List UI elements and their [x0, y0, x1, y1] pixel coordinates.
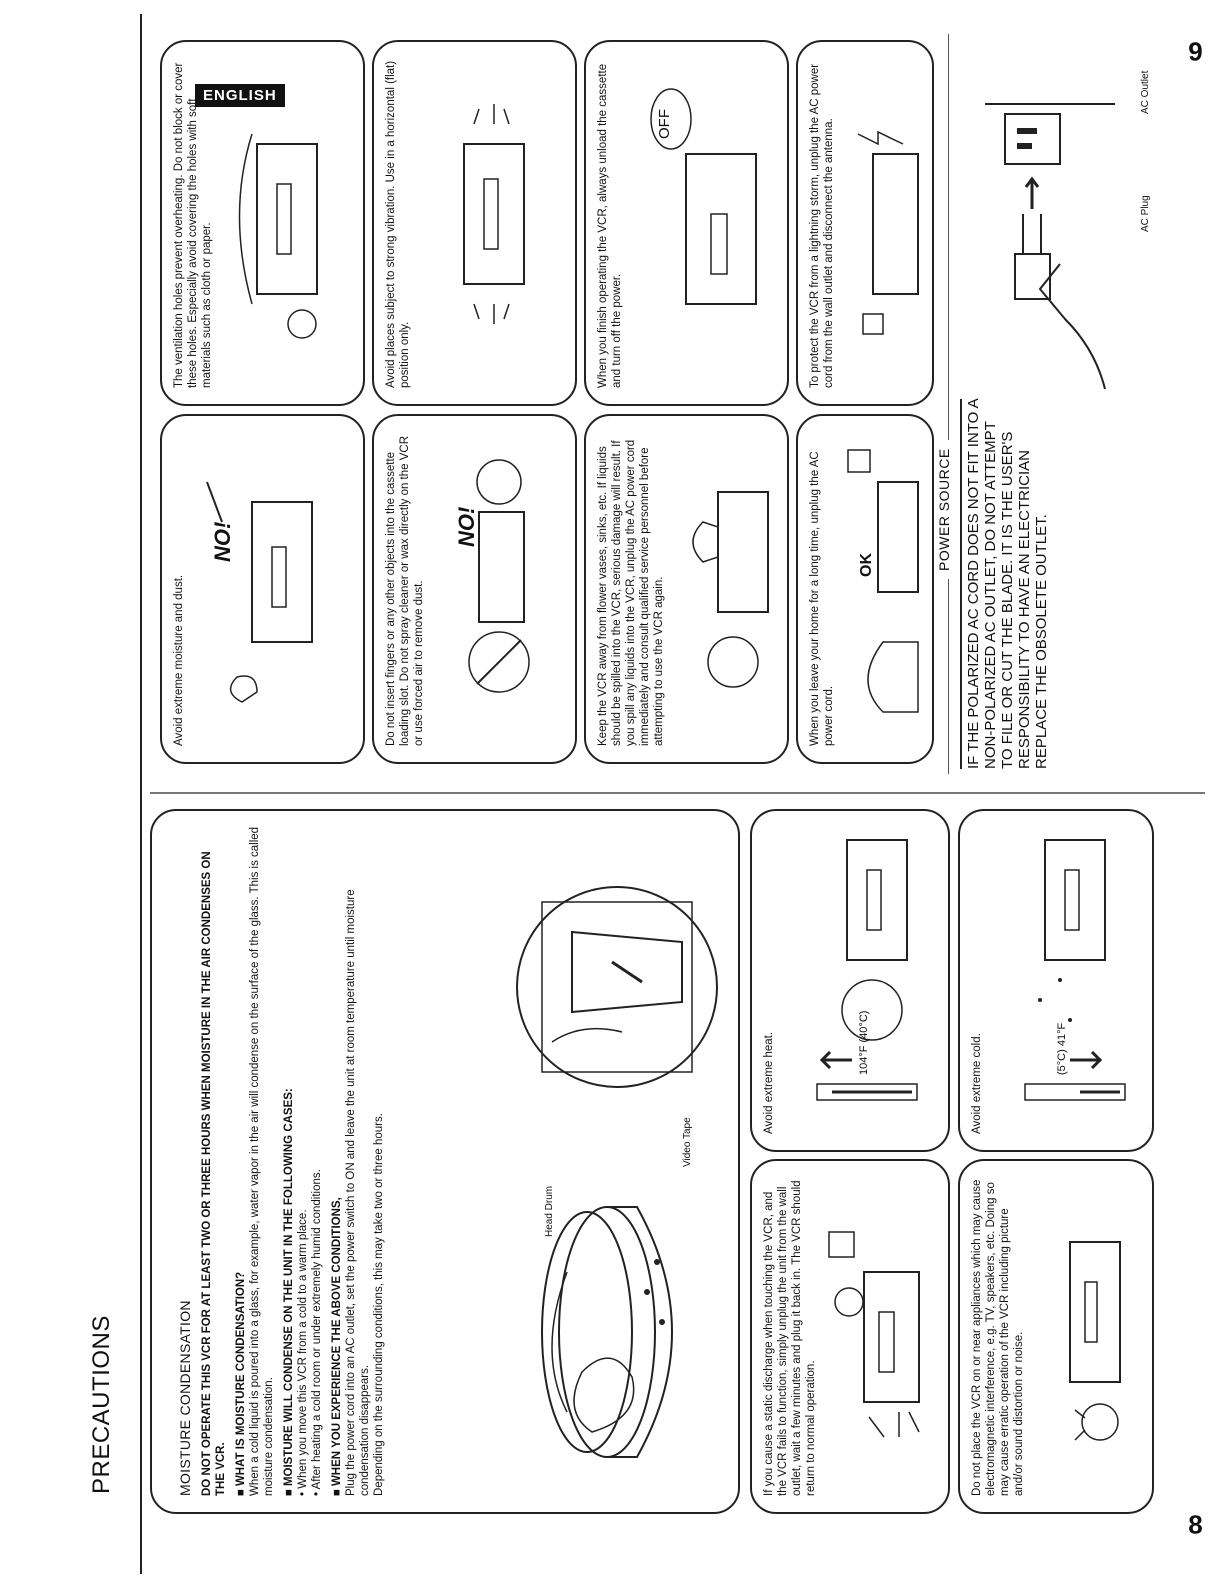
ventilation-caption: The ventilation holes prevent overheatin…	[173, 62, 213, 388]
moisture-condensation-box: MOISTURE CONDENSATION DO NOT OPERATE THI…	[150, 809, 740, 1514]
lightning-box: To protect the VCR from a lightning stor…	[796, 40, 934, 406]
interference-caption: Do not place the VCR on or near applianc…	[971, 1179, 1025, 1496]
vibration-illustration	[424, 74, 569, 364]
moisture-dust-box: Avoid extreme moisture and dust. NO!	[160, 414, 365, 764]
moisture-heading: MOISTURE CONDENSATION	[177, 1300, 193, 1496]
static-caption: If you cause a static discharge when tou…	[763, 1180, 817, 1496]
interference-illustration	[1045, 1202, 1145, 1462]
moisture-warning: DO NOT OPERATE THIS VCR FOR AT LEAST TWO…	[201, 851, 227, 1496]
liquids-illustration	[678, 442, 783, 722]
head-drum-illustration	[497, 1182, 727, 1472]
lightning-caption: To protect the VCR from a lightning stor…	[809, 63, 835, 388]
language-badge: ENGLISH	[195, 84, 285, 107]
page-number-left: 8	[1188, 1509, 1203, 1540]
vibration-box: Avoid places subject to strong vibration…	[372, 40, 577, 406]
center-divider	[150, 792, 1205, 794]
experience-heading: WHEN YOU EXPERIENCE THE ABOVE CONDITIONS…	[331, 1197, 343, 1496]
liquids-caption: Keep the VCR away from flower vases, sin…	[597, 439, 665, 746]
fingers-illustration	[434, 452, 569, 722]
unload-box: When you finish operating the VCR, alway…	[584, 40, 789, 406]
static-discharge-illustration	[824, 1212, 944, 1452]
case-1: • When you move this VCR from a cold to …	[297, 1209, 309, 1496]
depending-text: Depending on the surrounding conditions,…	[373, 1113, 385, 1496]
leave-home-box: When you leave your home for a long time…	[796, 414, 934, 764]
no-mark-2: NO!	[454, 506, 479, 547]
lightning-illustration	[853, 74, 928, 364]
power-source-text: IF THE POLARIZED AC CORD DOES NOT FIT IN…	[965, 399, 1050, 769]
fingers-caption: Do not insert fingers or any other objec…	[385, 435, 425, 746]
static-discharge-box: If you cause a static discharge when tou…	[750, 1159, 950, 1514]
cold-caption: Avoid extreme cold.	[971, 1033, 983, 1134]
interference-box: Do not place the VCR on or near applianc…	[958, 1159, 1154, 1514]
ventilation-box: The ventilation holes prevent overheatin…	[160, 40, 365, 406]
what-text: When a cold liquid is poured into a glas…	[249, 826, 275, 1496]
case-2: • After heating a cold room or under ext…	[311, 1169, 323, 1496]
heat-temperature: 104°F (40°C)	[858, 1010, 870, 1075]
glass-condensation-illustration	[512, 872, 722, 1162]
cold-illustration	[1000, 820, 1145, 1130]
outer-rule	[140, 14, 142, 1574]
label-ac-plug: AC Plug	[1140, 195, 1151, 232]
heat-caption: Avoid extreme heat.	[763, 1031, 775, 1134]
ac-plug-outlet-illustration	[965, 24, 1130, 394]
extreme-cold-box: Avoid extreme cold. (5°C) 41°F	[958, 809, 1154, 1152]
unload-caption: When you finish operating the VCR, alway…	[597, 63, 623, 388]
off-label: OFF	[656, 109, 673, 139]
no-mark-1: NO!	[210, 521, 235, 562]
page-number-right: 9	[1188, 36, 1203, 67]
page-title: PRECAUTIONS	[88, 1315, 115, 1494]
fingers-box: Do not insert fingers or any other objec…	[372, 414, 577, 764]
cases-heading: MOISTURE WILL CONDENSE ON THE UNIT IN TH…	[283, 1088, 295, 1496]
unload-illustration	[636, 74, 781, 364]
power-source-title: POWER SOURCE	[936, 440, 952, 579]
cold-temperature: (5°C) 41°F	[1056, 1022, 1068, 1075]
leave-home-illustration	[843, 442, 928, 722]
liquids-box: Keep the VCR away from flower vases, sin…	[584, 414, 789, 764]
power-source-text-rule	[960, 399, 962, 769]
vibration-caption: Avoid places subject to strong vibration…	[385, 60, 411, 388]
leave-home-caption: When you leave your home for a long time…	[809, 451, 835, 746]
label-ac-outlet: AC Outlet	[1140, 70, 1151, 114]
label-head-drum: Head Drum	[544, 1185, 555, 1237]
ventilation-illustration	[222, 74, 357, 364]
heat-illustration	[792, 820, 942, 1130]
moisture-dust-caption: Avoid extreme moisture and dust.	[173, 574, 185, 746]
moisture-dust-illustration	[202, 452, 357, 722]
power-source-top-rule	[948, 34, 949, 774]
what-heading: WHAT IS MOISTURE CONDENSATION?	[235, 1272, 247, 1496]
extreme-heat-box: Avoid extreme heat. 104°F (40°C)	[750, 809, 950, 1152]
ok-label: OK	[858, 553, 875, 577]
experience-text: Plug the power cord into an AC outlet, s…	[345, 889, 371, 1496]
